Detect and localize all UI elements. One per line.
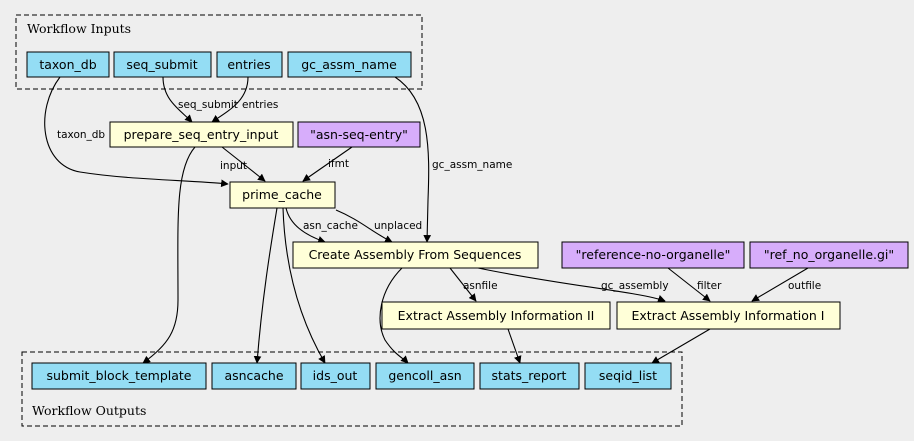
- prime-cache-label: prime_cache: [242, 187, 322, 202]
- edge-label-asn-cache: asn_cache: [303, 220, 358, 232]
- edge-label-seq-submit: seq_submit: [178, 99, 238, 111]
- output-node-submit-block-template[interactable]: submit_block_template: [31, 362, 207, 390]
- stats-report-label: stats_report: [492, 368, 567, 383]
- workflow-outputs-label: Workflow Outputs: [32, 403, 146, 418]
- extract-assembly-info-i-label: Extract Assembly Information I: [632, 308, 825, 323]
- output-node-seqid-list[interactable]: seqid_list: [584, 362, 672, 390]
- ref-no-organelle-gi-label: "ref_no_organelle.gi": [764, 247, 894, 262]
- edge-refnoorg-extract1: [667, 267, 711, 302]
- input-node-entries[interactable]: entries: [216, 51, 283, 78]
- seq-submit-label: seq_submit: [126, 57, 197, 72]
- submit-block-template-label: submit_block_template: [46, 368, 191, 383]
- edge-asnseqentry-prime: [302, 146, 353, 182]
- edge-label-input: input: [220, 160, 247, 172]
- edge-refnoorggi-extract1: [751, 267, 809, 302]
- edge-extract1-seqidlist: [651, 328, 711, 364]
- step-node-create-assembly[interactable]: Create Assembly From Sequences: [292, 241, 539, 269]
- edge-create-extract2: [449, 267, 477, 302]
- edge-taxondb-prime: [44, 76, 229, 188]
- output-node-ids-out[interactable]: ids_out: [300, 362, 371, 390]
- entries-label: entries: [227, 57, 270, 72]
- asncache-label: asncache: [224, 368, 283, 383]
- edge-prime-idsout: [282, 207, 326, 364]
- edge-seqsubmit-prepare: [162, 76, 193, 123]
- edge-extract2-statsreport: [507, 328, 522, 364]
- ids-out-label: ids_out: [313, 368, 358, 383]
- step-node-extract-assembly-info-i[interactable]: Extract Assembly Information I: [616, 301, 841, 330]
- create-assembly-label: Create Assembly From Sequences: [309, 247, 522, 262]
- edge-entries-prepare: [211, 76, 249, 123]
- workflow-inputs-label: Workflow Inputs: [27, 21, 131, 36]
- edge-prepare-prime: [221, 146, 266, 182]
- edge-prepare-submitblock: [142, 146, 196, 364]
- seqid-list-label: seqid_list: [599, 368, 657, 383]
- input-node-seq-submit[interactable]: seq_submit: [113, 51, 212, 78]
- gc-assm-name-label: gc_assm_name: [301, 57, 397, 72]
- edge-create-extract1: [477, 267, 666, 303]
- asn-seq-entry-label: "asn-seq-entry": [310, 127, 408, 142]
- reference-no-organelle-label: "reference-no-organelle": [576, 247, 731, 262]
- workflow-outputs-cluster: Workflow Outputs: [21, 351, 683, 427]
- edge-prime-asncache: [253, 207, 278, 364]
- edge-label-filter: filter: [697, 280, 722, 292]
- edge-label-outfile: outfile: [788, 280, 821, 292]
- workflow-inputs-cluster: Workflow Inputs: [15, 14, 423, 90]
- step-node-extract-assembly-info-ii[interactable]: Extract Assembly Information II: [381, 301, 611, 330]
- edge-labels: seq_submit entries taxon_db input ifmt g…: [57, 99, 821, 292]
- gencoll-asn-label: gencoll_asn: [388, 368, 461, 383]
- edge-prime-create-unplaced: [335, 209, 393, 243]
- edges: [44, 76, 809, 364]
- edge-gcassmname-create: [394, 76, 432, 243]
- output-node-stats-report[interactable]: stats_report: [479, 362, 580, 390]
- edge-prime-create-asncache: [285, 207, 326, 244]
- edge-label-entries: entries: [242, 99, 278, 111]
- output-node-gencoll-asn[interactable]: gencoll_asn: [375, 362, 475, 390]
- edge-label-gc-assembly: gc_assembly: [601, 280, 669, 292]
- edge-create-gencollasn: [379, 267, 409, 364]
- taxon-db-label: taxon_db: [39, 57, 96, 72]
- edge-label-ifmt: ifmt: [328, 158, 349, 170]
- edge-label-gc-assm-name: gc_assm_name: [432, 159, 512, 171]
- edge-label-taxon-db: taxon_db: [57, 129, 105, 141]
- extract-assembly-info-ii-label: Extract Assembly Information II: [398, 308, 595, 323]
- param-node-asn-seq-entry[interactable]: "asn-seq-entry": [297, 121, 421, 148]
- prepare-seq-entry-input-label: prepare_seq_entry_input: [124, 127, 279, 142]
- input-node-taxon-db[interactable]: taxon_db: [26, 51, 110, 78]
- step-node-prepare-seq-entry-input[interactable]: prepare_seq_entry_input: [109, 121, 294, 148]
- edge-label-asnfile: asnfile: [463, 280, 498, 292]
- output-node-asncache[interactable]: asncache: [211, 362, 297, 390]
- param-node-reference-no-organelle[interactable]: "reference-no-organelle": [561, 241, 745, 269]
- input-node-gc-assm-name[interactable]: gc_assm_name: [287, 51, 412, 78]
- step-node-prime-cache[interactable]: prime_cache: [229, 181, 336, 209]
- edge-label-unplaced: unplaced: [374, 220, 422, 232]
- param-node-ref-no-organelle-gi[interactable]: "ref_no_organelle.gi": [749, 241, 909, 269]
